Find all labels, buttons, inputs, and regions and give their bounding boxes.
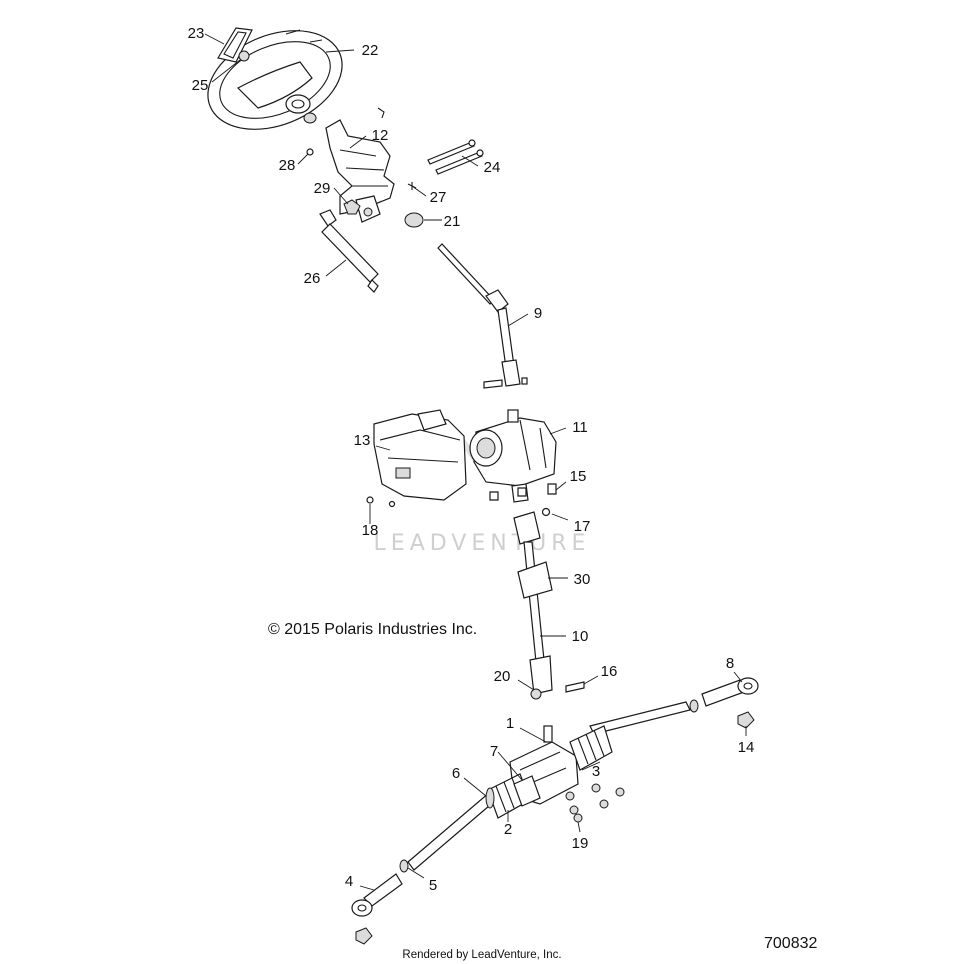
callout-23[interactable]: 23 xyxy=(188,25,205,42)
eps-unit[interactable] xyxy=(469,409,557,503)
callout-17[interactable]: 17 xyxy=(574,518,591,535)
callout-9[interactable]: 9 xyxy=(534,305,542,322)
boot-clamp[interactable] xyxy=(485,787,495,809)
rack-mount-bracket[interactable] xyxy=(513,775,541,807)
upper-steering-shaft[interactable] xyxy=(437,243,528,389)
tie-rod-end-right[interactable] xyxy=(701,677,759,707)
column-bushing[interactable] xyxy=(303,112,317,124)
tie-rod-end-left[interactable] xyxy=(351,873,403,917)
tie-rod-nut-right[interactable] xyxy=(737,711,755,729)
tilt-gas-strut[interactable] xyxy=(319,209,379,293)
callout-labels: 23 25 22 12 28 24 27 29 21 26 9 11 13 15… xyxy=(188,25,755,894)
callout-11[interactable]: 11 xyxy=(572,419,588,436)
pivot-bolts[interactable] xyxy=(427,139,484,175)
callout-12[interactable]: 12 xyxy=(372,127,389,144)
callout-15[interactable]: 15 xyxy=(570,468,587,485)
callout-18[interactable]: 18 xyxy=(362,522,379,539)
callout-7[interactable]: 7 xyxy=(490,743,498,760)
tie-rod-nut-left[interactable] xyxy=(355,927,373,945)
callout-19[interactable]: 19 xyxy=(572,835,589,852)
mount-screw-28[interactable] xyxy=(306,148,314,156)
jam-nut-right[interactable] xyxy=(689,699,699,713)
cover-screw-right[interactable] xyxy=(388,500,396,508)
shaft-boot[interactable] xyxy=(517,561,553,599)
callout-26[interactable]: 26 xyxy=(304,270,321,287)
callout-2[interactable]: 2 xyxy=(504,821,512,838)
callout-21[interactable]: 21 xyxy=(444,213,461,230)
diagram-number: 700832 xyxy=(764,935,817,952)
callout-25[interactable]: 25 xyxy=(192,77,209,94)
rack-boot-right[interactable] xyxy=(569,725,613,771)
callout-8[interactable]: 8 xyxy=(726,655,734,672)
footer-text: Rendered by LeadVenture, Inc. xyxy=(402,949,561,961)
steering-rack-assembly[interactable] xyxy=(407,701,691,871)
lower-yoke-bolt[interactable] xyxy=(565,681,585,693)
mount-washer[interactable] xyxy=(363,207,373,217)
jam-nut-left[interactable] xyxy=(399,859,409,873)
callout-5[interactable]: 5 xyxy=(429,877,437,894)
callout-6[interactable]: 6 xyxy=(452,765,460,782)
callout-10[interactable]: 10 xyxy=(572,628,589,645)
shaft-bushing[interactable] xyxy=(404,212,424,228)
shaft-pinch-screw[interactable] xyxy=(541,507,551,517)
wheel-nut[interactable] xyxy=(238,50,250,62)
callout-4[interactable]: 4 xyxy=(345,873,353,890)
callout-1[interactable]: 1 xyxy=(506,715,514,732)
callout-27[interactable]: 27 xyxy=(430,189,447,206)
callout-16[interactable]: 16 xyxy=(601,663,618,680)
callout-13[interactable]: 13 xyxy=(354,432,371,449)
bracket-screw[interactable] xyxy=(377,107,385,119)
horn-emblem[interactable] xyxy=(217,27,253,63)
lower-yoke-nut[interactable] xyxy=(530,688,542,700)
cover-screw-left[interactable] xyxy=(366,496,374,504)
callout-29[interactable]: 29 xyxy=(314,180,331,197)
callout-22[interactable]: 22 xyxy=(362,42,379,59)
eps-cover[interactable] xyxy=(373,409,467,501)
callout-20[interactable]: 20 xyxy=(494,668,511,685)
callout-30[interactable]: 30 xyxy=(574,571,591,588)
callout-28[interactable]: 28 xyxy=(279,157,296,174)
leader-lines xyxy=(204,33,747,891)
rack-mount-nuts[interactable] xyxy=(565,783,625,823)
callout-14[interactable]: 14 xyxy=(738,739,755,756)
callout-24[interactable]: 24 xyxy=(484,159,501,176)
callout-3[interactable]: 3 xyxy=(592,763,600,780)
watermark-text: LEADVENTURE xyxy=(374,531,591,556)
copyright-text: © 2015 Polaris Industries Inc. xyxy=(268,621,477,638)
eps-mount-bolts[interactable] xyxy=(489,483,557,501)
